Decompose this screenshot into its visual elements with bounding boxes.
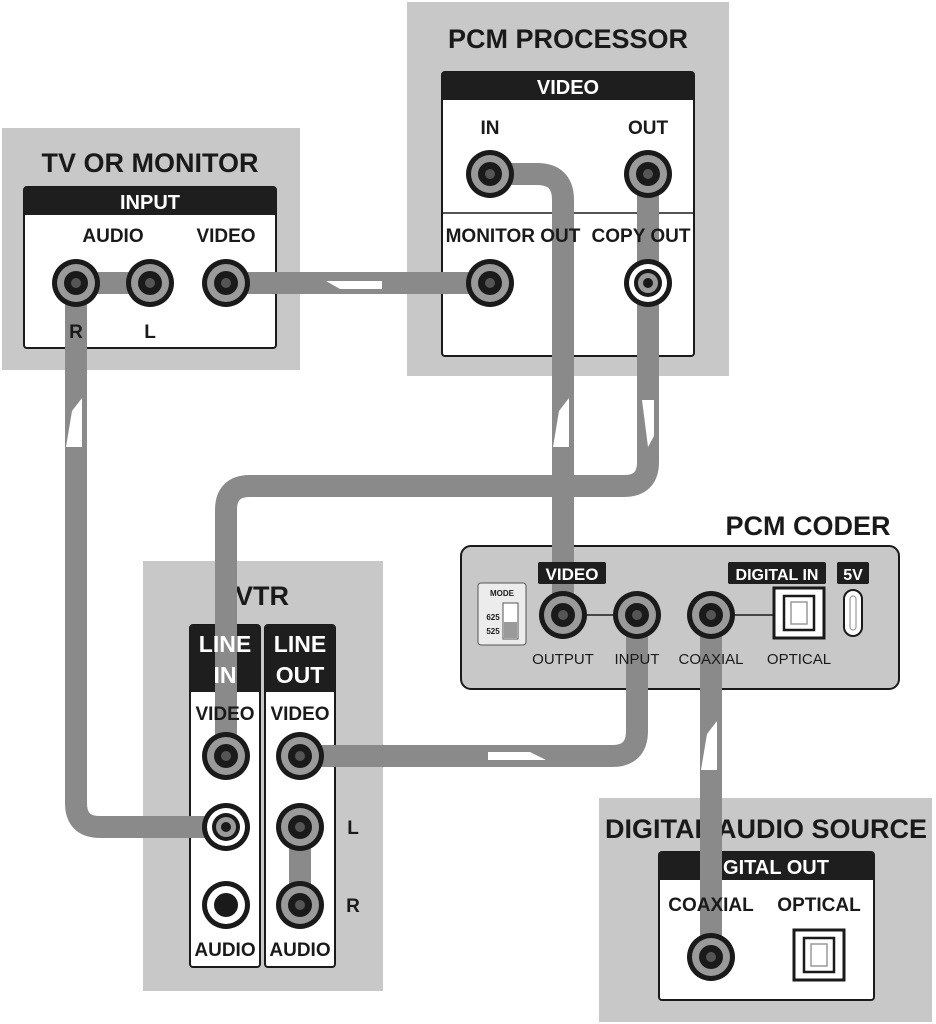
source-coaxial-jack[interactable] bbox=[687, 933, 735, 981]
vtr-line-out-label-1: LINE bbox=[274, 631, 326, 657]
tv-audio-l-jack[interactable] bbox=[126, 259, 174, 307]
vtr-line-out-audio-r-jack[interactable] bbox=[276, 881, 324, 929]
mode-switch-label: MODE bbox=[490, 589, 515, 598]
processor-monitor-out-jack[interactable] bbox=[466, 259, 514, 307]
tv-audio-label: AUDIO bbox=[82, 226, 143, 247]
pcm-processor-title: PCM PROCESSOR bbox=[448, 24, 688, 54]
coder-5v-header-label: 5V bbox=[843, 567, 863, 584]
processor-monitor-out-label: MONITOR OUT bbox=[446, 226, 581, 247]
mode-option-525: 525 bbox=[486, 627, 500, 636]
vtr-title: VTR bbox=[235, 581, 289, 611]
cable-copy-out-to-vtr-in bbox=[215, 163, 659, 767]
tv-video-jack[interactable] bbox=[202, 259, 250, 307]
cable-audio-to-tv bbox=[65, 272, 237, 838]
vtr-line-in-audio-l-jack[interactable] bbox=[202, 803, 250, 851]
coder-coaxial-jack[interactable] bbox=[687, 591, 735, 639]
cable-vtr-out-to-coder-input bbox=[289, 604, 648, 767]
vtr-line-out-header bbox=[265, 625, 335, 692]
coder-video-header bbox=[538, 562, 606, 584]
digital-audio-source-title: DIGITAL AUDIO SOURCE bbox=[605, 814, 927, 844]
tv-video-label: VIDEO bbox=[196, 226, 255, 247]
coder-digital-in-header-label: DIGITAL IN bbox=[736, 567, 819, 584]
arrow-up-coax bbox=[701, 721, 717, 770]
arrow-up-left bbox=[66, 398, 82, 447]
vtr-line-out-audio-l-jack[interactable] bbox=[276, 803, 324, 851]
coder-output-label: OUTPUT bbox=[532, 651, 594, 668]
vtr-line-out-audio-label: AUDIO bbox=[269, 940, 330, 961]
vtr-l-label: L bbox=[347, 818, 359, 839]
vtr-line-in-audio-label: AUDIO bbox=[194, 940, 255, 961]
processor-out-jack[interactable] bbox=[624, 150, 672, 198]
arrow-right-input bbox=[488, 752, 546, 760]
tv-l-label: L bbox=[144, 322, 156, 343]
processor-in-label: IN bbox=[481, 118, 500, 139]
vtr-line-out-label-2: OUT bbox=[276, 662, 325, 688]
coder-digital-in-header bbox=[728, 562, 826, 584]
coder-coaxial-label: COAXIAL bbox=[678, 651, 743, 668]
coder-video-header-label: VIDEO bbox=[546, 565, 599, 584]
vtr-line-out-video-label: VIDEO bbox=[270, 704, 329, 725]
arrow-up-processor bbox=[553, 398, 569, 447]
tv-input-header-label: INPUT bbox=[120, 192, 180, 214]
vtr-line-in-video-jack[interactable] bbox=[202, 732, 250, 780]
source-optical-port[interactable] bbox=[792, 928, 846, 982]
mode-option-625: 625 bbox=[486, 613, 500, 622]
vtr-r-label: R bbox=[346, 896, 360, 917]
cables bbox=[65, 163, 722, 968]
vtr-line-in-label-1: LINE bbox=[199, 631, 251, 657]
mode-switch[interactable]: MODE 625 525 bbox=[477, 582, 527, 646]
coder-optical-label: OPTICAL bbox=[767, 651, 831, 668]
source-optical-label: OPTICAL bbox=[777, 895, 861, 916]
source-coaxial-label: COAXIAL bbox=[668, 895, 754, 916]
vtr-box bbox=[143, 561, 383, 991]
pcm-processor-header bbox=[442, 72, 694, 100]
direction-arrows bbox=[66, 281, 717, 770]
pcm-processor-header-label: VIDEO bbox=[537, 77, 599, 99]
coder-input-label: INPUT bbox=[615, 651, 660, 668]
arrow-left-monitor bbox=[326, 281, 382, 289]
vtr-line-in-label-2: IN bbox=[214, 662, 237, 688]
processor-out-label: OUT bbox=[628, 118, 669, 139]
cable-coder-output-to-processor-in bbox=[479, 163, 574, 626]
coder-optical-port[interactable] bbox=[772, 586, 826, 640]
digital-out-header bbox=[659, 852, 874, 880]
coder-output-jack[interactable] bbox=[539, 591, 587, 639]
processor-copy-out-jack[interactable] bbox=[624, 259, 672, 307]
arrow-down-copy bbox=[642, 400, 654, 447]
processor-copy-out-label: COPY OUT bbox=[592, 226, 691, 247]
tv-audio-r-jack[interactable] bbox=[52, 259, 100, 307]
pcm-coder-title: PCM CODER bbox=[725, 511, 890, 541]
tv-input-header bbox=[24, 187, 276, 215]
vtr-line-in-audio-r-jack[interactable] bbox=[202, 881, 250, 929]
vtr-line-in-video-label: VIDEO bbox=[195, 704, 254, 725]
digital-out-header-label: DIGITAL OUT bbox=[703, 857, 829, 879]
coder-input-jack[interactable] bbox=[613, 591, 661, 639]
vtr-line-out-video-jack[interactable] bbox=[276, 732, 324, 780]
coder-5v-header bbox=[837, 562, 869, 584]
coder-5v-port[interactable] bbox=[843, 589, 863, 637]
tv-monitor-title: TV OR MONITOR bbox=[41, 148, 258, 178]
processor-in-jack[interactable] bbox=[466, 150, 514, 198]
tv-r-label: R bbox=[69, 322, 83, 343]
